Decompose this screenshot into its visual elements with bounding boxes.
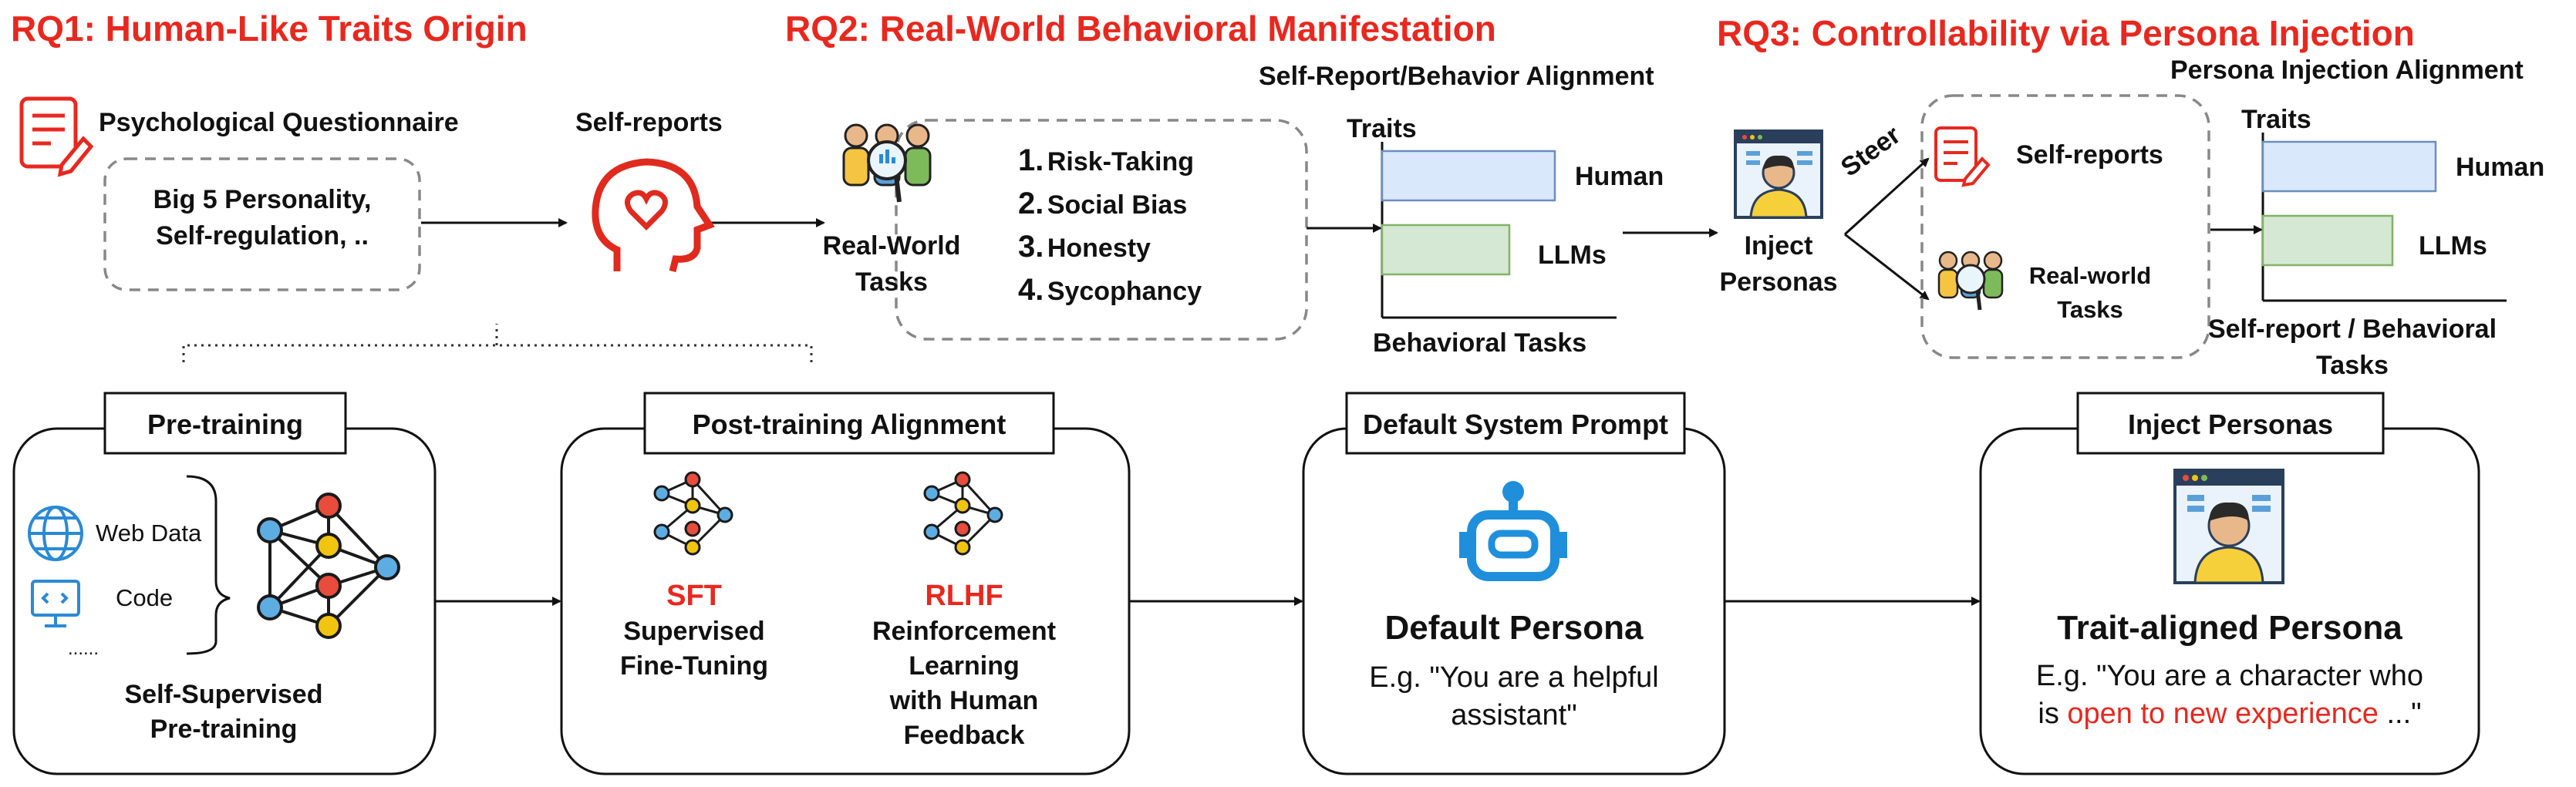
sft-network-icon [653,471,733,556]
rq3-chart-x-label: Self-report / Behavioral Tasks [2207,314,2497,380]
default-persona-title: Default Persona [1384,609,1644,647]
trait-aligned-persona-title: Trait-aligned Persona [2057,609,2402,647]
rq3-human-bar [2261,140,2437,193]
pretraining-network-icon [257,493,400,639]
persona-window-large-icon [2173,469,2284,584]
rq3-bar-label-llms: LLMs [2419,231,2487,261]
real-world-tasks-label: Real-World Tasks [822,231,961,297]
rq3-chart-title: Persona Injection Alignment [2170,55,2524,85]
sft-title: SFT [666,580,722,612]
arrow-steer-real-world [1844,233,1930,301]
inject-personas-header: Inject Personas [2127,409,2334,440]
open-experience-highlight: open to new experience [2067,698,2379,730]
post-training-header: Post-training Alignment [692,409,1006,440]
task-item: 1. Risk-Taking [1018,143,1194,177]
head-heart-icon [592,158,715,273]
rlhf-caption: Reinforcement Learning with Human Feedba… [872,617,1057,750]
rq3-real-world-label: Real-world Tasks [2028,262,2152,323]
rq1-title: RQ1: Human-Like Traits Origin [11,8,528,49]
pretraining-header: Pre-training [147,409,304,440]
rq2-chart-x-label: Behavioral Tasks [1373,328,1587,358]
code-label: Code [116,584,174,611]
questionnaire-label: Psychological Questionnaire [99,108,459,137]
rq3-bar-label-human: Human [2456,153,2545,182]
task-item: 2. Social Bias [1018,187,1188,220]
task-item: 4. Sycophancy [1018,273,1202,307]
rq3-chart-y-label: Traits [2241,105,2311,134]
inject-personas-label: Inject Personas [1719,231,1838,297]
questionnaire-box [103,157,421,291]
self-report-doc-icon [1934,126,1991,187]
questionnaire-items: Big 5 Personality, Self-regulation, .. [153,185,372,251]
rlhf-network-icon [923,471,1003,556]
pretraining-caption: Self-Supervised Pre-training [124,680,323,744]
self-reports-label: Self-reports [575,108,723,137]
rq2-bar-label-llms: LLMs [1538,240,1607,270]
web-data-label: Web Data [96,520,202,547]
task-item: 3. Honesty [1018,230,1151,264]
rlhf-title: RLHF [925,580,1003,612]
sft-caption: Supervised Fine-Tuning [620,617,768,681]
rq2-title: RQ2: Real-World Behavioral Manifestation [785,8,1496,49]
people-group-small-icon [1937,251,2004,311]
trait-aligned-persona-example: E.g. "You are a character who is open to… [2035,660,2424,730]
questionnaire-icon [19,96,94,177]
ellipsis-label: ...... [68,638,99,659]
rq2-chart-y-label: Traits [1347,114,1417,143]
task-list-box [895,119,1308,341]
rq2-bar-label-human: Human [1575,162,1664,191]
arrow-steer-self-reports [1843,157,1930,236]
rq3-llm-bar [2261,214,2394,267]
rq2-human-bar [1381,150,1556,202]
rq3-title: RQ3: Controllability via Persona Injecti… [1717,13,2415,53]
code-monitor-icon [31,580,80,627]
default-prompt-header: Default System Prompt [1362,409,1669,440]
steer-targets-box [1920,94,2210,359]
default-persona-example: E.g. "You are a helpful assistant" [1369,661,1659,732]
task-list: 1. Risk-Taking 2. Social Bias 3. Honesty… [1018,143,1202,316]
rq3-self-reports-label: Self-reports [2016,140,2163,170]
web-globe-icon [28,506,83,561]
rq2-chart-title: Self-Report/Behavior Alignment [1259,62,1654,91]
persona-window-icon [1734,129,1823,219]
people-group-icon [842,123,932,203]
rq2-llm-bar [1381,224,1511,276]
robot-icon [1459,481,1567,581]
